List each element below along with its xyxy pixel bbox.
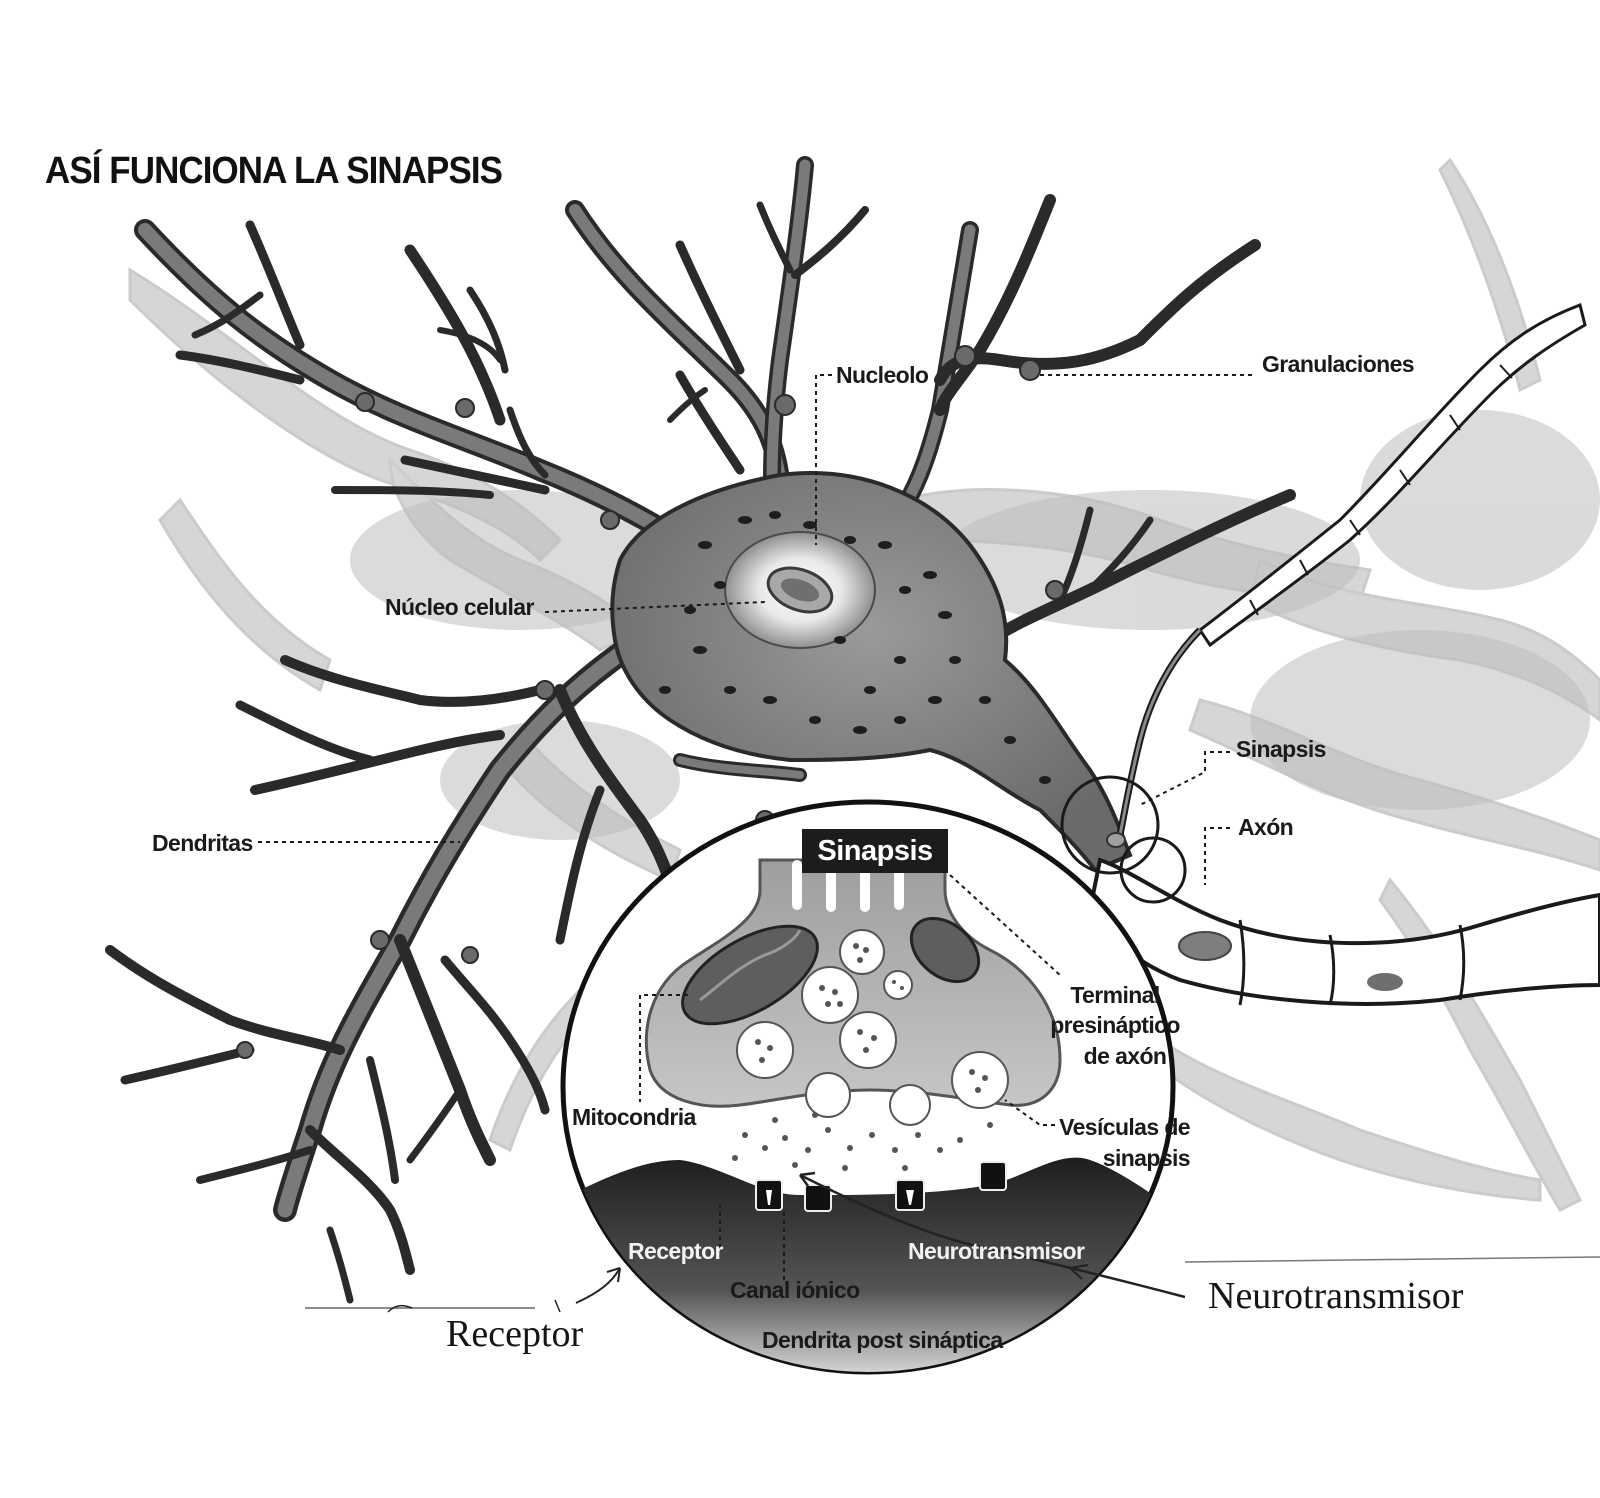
label-canal-ionico: Canal iónico xyxy=(730,1277,860,1303)
label-granulaciones: Granulaciones xyxy=(1262,351,1415,377)
leader-lines xyxy=(258,374,1255,1280)
handwritten-neurotransmisor: Neurotransmisor xyxy=(1208,1275,1464,1317)
dendrites xyxy=(105,156,1296,1304)
incoming-axon xyxy=(1116,303,1587,836)
label-neurotransmisor: Neurotransmisor xyxy=(908,1238,1085,1264)
label-nucleo-celular: Núcleo celular xyxy=(385,594,534,620)
label-dendritas: Dendritas xyxy=(152,830,253,856)
label-axon: Axón xyxy=(1238,814,1294,840)
label-vesiculas-1: Vesículas de xyxy=(1059,1114,1190,1140)
label-mitocondria: Mitocondria xyxy=(572,1104,696,1130)
label-vesiculas-2: sinapsis xyxy=(1102,1145,1191,1171)
label-terminal-1: Terminal xyxy=(1070,982,1160,1008)
label-terminal-3: de axón xyxy=(1083,1043,1167,1069)
neurotransmitter-dots xyxy=(732,1112,993,1171)
label-dendrita-post: Dendrita post sináptica xyxy=(762,1327,1003,1353)
label-nucleolo: Nucleolo xyxy=(836,362,929,388)
axon-body xyxy=(1087,857,1600,1006)
background-shadow xyxy=(350,410,1600,840)
cell-body xyxy=(610,471,1133,873)
axon-circle xyxy=(1119,836,1187,904)
inset-badge: Sinapsis xyxy=(802,829,948,873)
handwritten-marks xyxy=(305,1171,1600,1313)
handwritten-receptor: Receptor xyxy=(446,1313,584,1355)
label-receptor: Receptor xyxy=(628,1238,724,1264)
page-title: ASÍ FUNCIONA LA SINAPSIS xyxy=(45,150,503,192)
synapse-circle xyxy=(1060,775,1160,875)
label-terminal-2: presináptico xyxy=(1050,1012,1180,1038)
label-sinapsis: Sinapsis xyxy=(1236,736,1326,762)
